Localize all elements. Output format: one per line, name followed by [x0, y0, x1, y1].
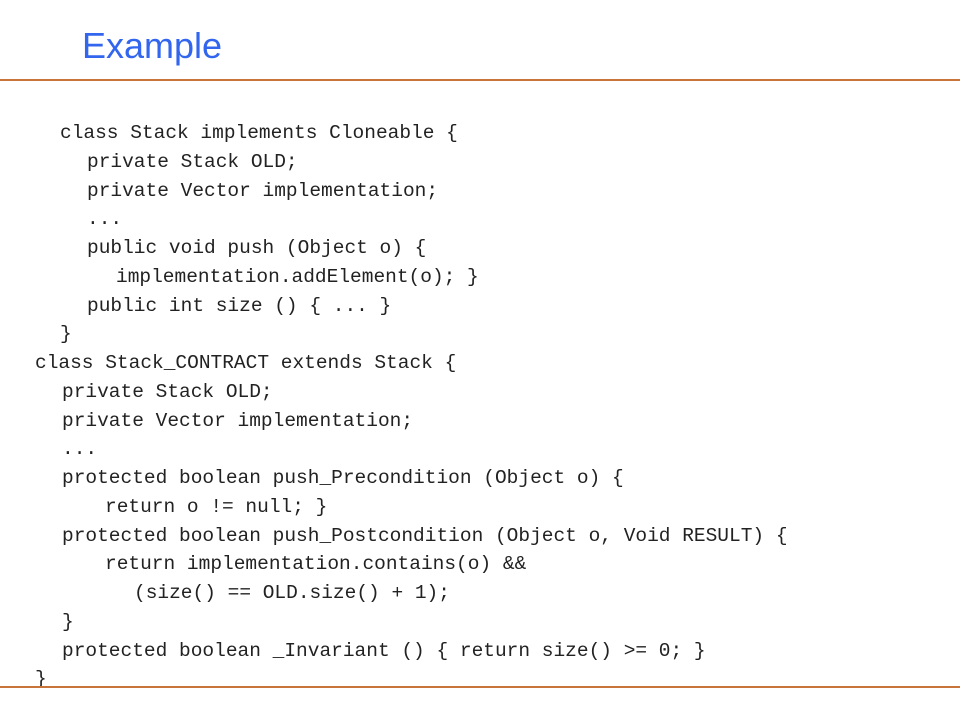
- code-line-5: public void push (Object o) {: [87, 237, 427, 259]
- code-line-7: public int size () { ... }: [87, 295, 392, 317]
- code-line-20: }: [35, 668, 47, 690]
- code-line-16: return implementation.contains(o) &&: [105, 553, 527, 575]
- code-line-8: }: [60, 323, 72, 345]
- bottom-divider: [0, 686, 960, 688]
- code-line-12: ...: [62, 438, 98, 460]
- code-line-18: }: [62, 611, 74, 633]
- code-line-4: ...: [87, 208, 123, 230]
- slide-title: Example: [82, 25, 223, 66]
- top-divider: [0, 79, 960, 81]
- code-line-15: protected boolean push_Postcondition (Ob…: [62, 525, 788, 547]
- code-line-10: private Stack OLD;: [62, 381, 273, 403]
- code-line-13: protected boolean push_Precondition (Obj…: [62, 467, 624, 489]
- code-line-19: protected boolean _Invariant () { return…: [62, 640, 706, 662]
- code-line-6: implementation.addElement(o); }: [116, 266, 479, 288]
- code-line-14: return o != null; }: [105, 496, 328, 518]
- code-line-2: private Stack OLD;: [87, 151, 298, 173]
- code-line-17: (size() == OLD.size() + 1);: [134, 582, 450, 604]
- code-line-11: private Vector implementation;: [62, 410, 414, 432]
- code-line-3: private Vector implementation;: [87, 180, 439, 202]
- code-line-9: class Stack_CONTRACT extends Stack {: [35, 352, 457, 374]
- code-line-1: class Stack implements Cloneable {: [60, 122, 458, 144]
